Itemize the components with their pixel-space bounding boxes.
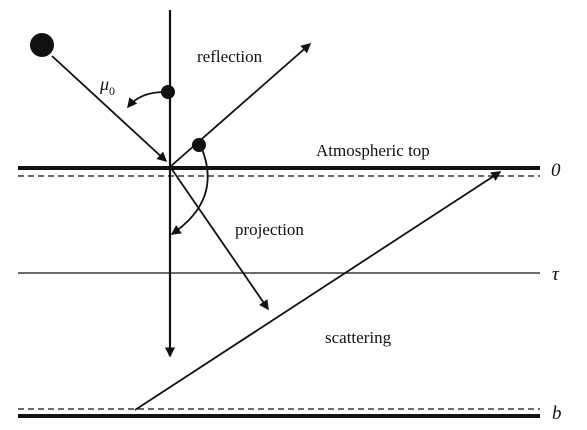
scattering-label: scattering: [325, 328, 392, 347]
scattering-ray-arrow: [134, 171, 502, 411]
angle-pivot-dot: [161, 85, 175, 99]
atmospheric-top-label: Atmospheric top: [316, 141, 430, 160]
level-middle-label: τ: [552, 264, 560, 285]
projection-arc-arrow: [170, 148, 209, 235]
angle-arc-arrow: [127, 91, 166, 109]
reflection-label: reflection: [197, 47, 263, 66]
incident-ray-arrow: [51, 55, 168, 163]
projection-pivot-dot: [192, 138, 206, 152]
level-bottom-label: b: [552, 403, 562, 424]
projection-label: projection: [235, 220, 304, 239]
level-top-label: 0: [551, 160, 561, 181]
projection-ray-arrow: [170, 167, 269, 311]
sun-icon: [30, 33, 54, 57]
angle-label: μ0: [99, 74, 115, 98]
